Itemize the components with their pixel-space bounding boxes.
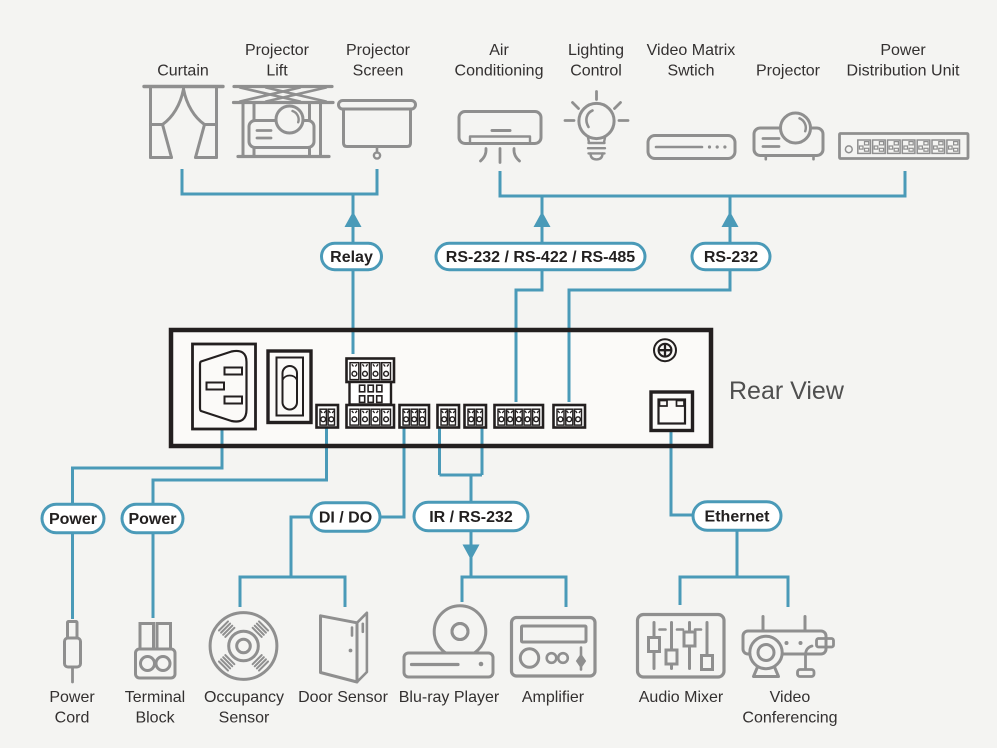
svg-text:Cord: Cord (55, 710, 90, 727)
svg-text:Swtich: Swtich (667, 63, 714, 80)
svg-text:Video: Video (770, 689, 811, 706)
svg-text:Door Sensor: Door Sensor (298, 689, 388, 706)
svg-text:RS-232: RS-232 (704, 249, 758, 266)
svg-text:Power: Power (880, 42, 926, 59)
svg-text:Video Matrix: Video Matrix (647, 42, 736, 59)
svg-text:Sensor: Sensor (219, 710, 270, 727)
svg-text:Amplifier: Amplifier (522, 689, 585, 706)
svg-text:Control: Control (570, 63, 622, 80)
svg-text:Conferencing: Conferencing (742, 710, 837, 727)
svg-text:Relay: Relay (330, 249, 373, 266)
svg-text:Conditioning: Conditioning (455, 63, 544, 80)
svg-text:RS-232 / RS-422 / RS-485: RS-232 / RS-422 / RS-485 (446, 249, 636, 266)
svg-text:Screen: Screen (353, 63, 404, 80)
svg-text:Occupancy: Occupancy (204, 689, 284, 706)
svg-text:Blu-ray Player: Blu-ray Player (399, 689, 500, 706)
svg-text:Projector: Projector (245, 42, 310, 59)
svg-text:Rear View: Rear View (729, 377, 845, 405)
svg-text:Power: Power (49, 511, 97, 528)
svg-text:Power: Power (49, 689, 95, 706)
svg-text:Audio Mixer: Audio Mixer (639, 689, 724, 706)
svg-text:Curtain: Curtain (157, 63, 209, 80)
svg-text:Terminal: Terminal (125, 689, 185, 706)
svg-text:IR / RS-232: IR / RS-232 (429, 509, 513, 526)
svg-text:Lift: Lift (266, 63, 288, 80)
svg-text:Block: Block (135, 710, 175, 727)
svg-text:DI / DO: DI / DO (319, 510, 372, 527)
svg-text:Projector: Projector (346, 42, 411, 59)
svg-text:Lighting: Lighting (568, 42, 624, 59)
svg-text:Power: Power (128, 511, 176, 528)
svg-text:Distribution Unit: Distribution Unit (847, 63, 960, 80)
svg-text:Ethernet: Ethernet (705, 509, 771, 526)
svg-text:Air: Air (489, 42, 509, 59)
svg-text:Projector: Projector (756, 63, 821, 80)
